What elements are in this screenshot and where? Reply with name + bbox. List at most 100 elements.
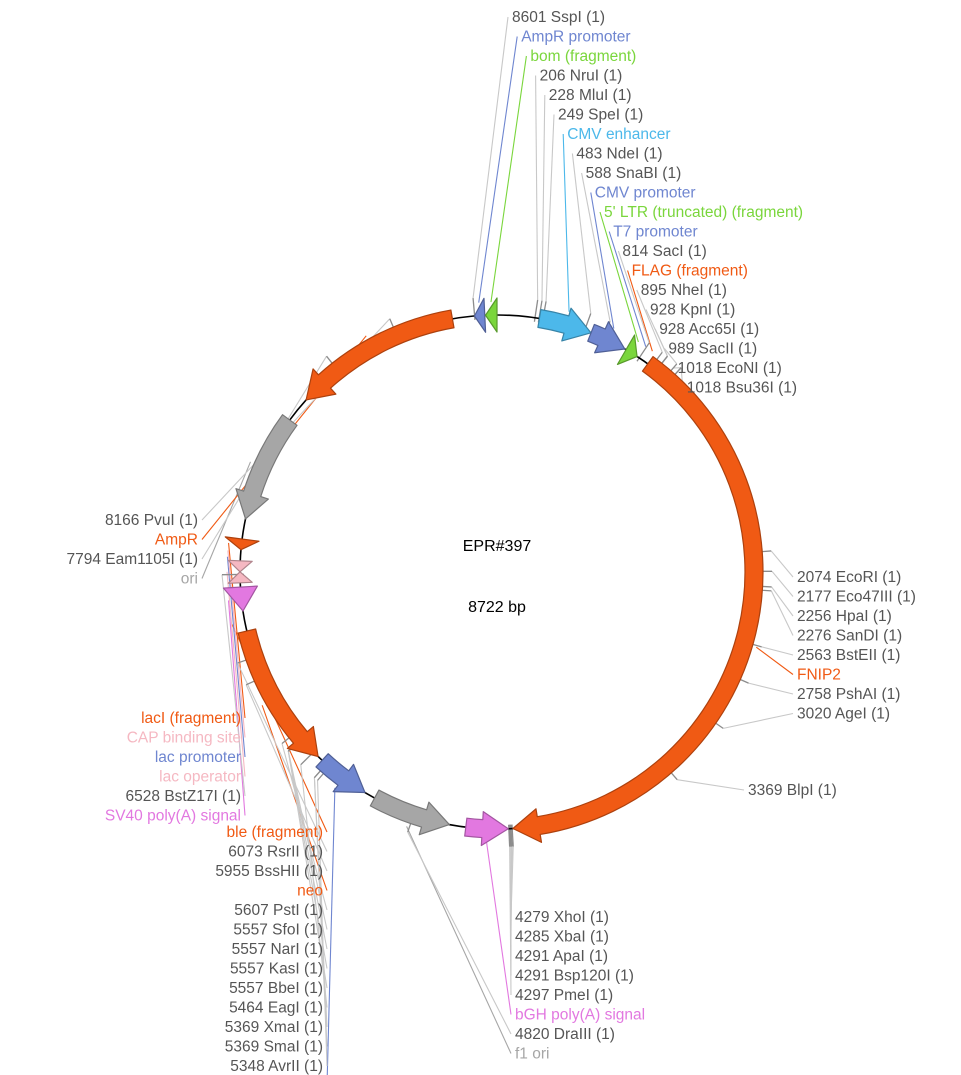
site-label-5369-smai-1: 5369 SmaI (1) bbox=[225, 1039, 323, 1056]
plasmid-name: EPR#397 bbox=[463, 538, 532, 555]
site-label-4285-xbai-1: 4285 XbaI (1) bbox=[515, 929, 609, 946]
site-label-7794-eam1105i-1: 7794 Eam1105I (1) bbox=[66, 551, 198, 568]
bom-arrow bbox=[484, 297, 498, 333]
feature-label-lac-operator: lac operator bbox=[159, 769, 241, 786]
feature-label-laci: lacI (fragment) bbox=[141, 710, 241, 727]
site-label-5369-xmai-1: 5369 XmaI (1) bbox=[225, 1019, 323, 1036]
feature-label-bom: bom (fragment) bbox=[530, 48, 636, 65]
leader-site-label-2256-hpai-1 bbox=[771, 586, 794, 617]
leader-site-label-228-mlui-1 bbox=[541, 94, 546, 301]
site-label-6528-bstz17i-1: 6528 BstZ17I (1) bbox=[126, 788, 241, 805]
ltr-arrow bbox=[616, 334, 638, 366]
leader-feature-label-cmv-promoter bbox=[590, 192, 615, 329]
site-label-249-spei-1: 249 SpeI (1) bbox=[558, 107, 643, 124]
leader-feature-label-cmv-enhancer bbox=[562, 133, 570, 312]
leader-feature-label-flag bbox=[627, 270, 653, 352]
site-label-2563-bsteii-1: 2563 BstEII (1) bbox=[797, 647, 900, 664]
f1-ori-feature bbox=[369, 789, 450, 836]
feature-label-ori: ori bbox=[181, 571, 198, 588]
leader-feature-label-neo bbox=[261, 705, 328, 891]
site-label-895-nhei-1: 895 NheI (1) bbox=[641, 282, 727, 299]
feature-label-flag: FLAG (fragment) bbox=[632, 263, 748, 280]
feature-label-neo: neo bbox=[297, 883, 323, 900]
site-label-4297-pmei-1: 4297 PmeI (1) bbox=[515, 987, 613, 1004]
leader-site-label-8601-sspi-1 bbox=[472, 16, 509, 299]
feature-label-ampr: AmpR bbox=[155, 532, 198, 549]
leader-feature-label-t7-promoter bbox=[608, 231, 647, 347]
site-label-928-kpni-1: 928 KpnI (1) bbox=[650, 302, 735, 319]
leader-feature-label-lac-operator bbox=[226, 571, 246, 777]
neo-arrow bbox=[237, 628, 319, 758]
ori-feature bbox=[235, 414, 298, 520]
feature-label-amp-r-promoter: AmpR promoter bbox=[521, 29, 630, 46]
bgh-polya-feature bbox=[464, 811, 509, 847]
site-label-8166-pvui-1: 8166 PvuI (1) bbox=[105, 512, 198, 529]
site-label-3020-agei-1: 3020 AgeI (1) bbox=[797, 706, 890, 723]
laci-arrow bbox=[224, 536, 260, 551]
sv40-polya-feature bbox=[222, 585, 259, 612]
site-label-4279-xhoi-1: 4279 XhoI (1) bbox=[515, 909, 609, 926]
leader-feature-label-amp-r-promoter bbox=[478, 36, 518, 303]
lac-operator-feature bbox=[227, 559, 253, 584]
leader-site-label-2758-pshai-1 bbox=[748, 682, 794, 695]
site-label-928-acc65i-1: 928 Acc65I (1) bbox=[659, 321, 759, 338]
site-label-2256-hpai-1: 2256 HpaI (1) bbox=[797, 608, 892, 625]
sv40-promoter-feature bbox=[315, 753, 366, 794]
leader-site-label-895-nhei-1 bbox=[636, 289, 663, 353]
site-label-6073-rsrii-1: 6073 RsrII (1) bbox=[228, 844, 323, 861]
site-label-4820-draiii-1: 4820 DraIII (1) bbox=[515, 1026, 615, 1043]
leader-feature-label-sv40-polya bbox=[227, 600, 246, 816]
leader-site-label-989-sacii-1 bbox=[663, 348, 678, 365]
leader-site-label-2563-bsteii-1 bbox=[761, 646, 794, 656]
site-label-8601-sspi-1: 8601 SspI (1) bbox=[512, 9, 605, 26]
site-label-483-ndei-1: 483 NdeI (1) bbox=[576, 146, 662, 163]
leader-feature-label-bom bbox=[490, 55, 527, 303]
site-label-2276-sandi-1: 2276 SanDI (1) bbox=[797, 628, 902, 645]
site-label-1018-bsu36i-1: 1018 Bsu36I (1) bbox=[687, 380, 797, 397]
feature-label-bgh-polya: bGH poly(A) signal bbox=[515, 1007, 645, 1024]
feature-label-ble: ble (fragment) bbox=[227, 824, 323, 841]
site-label-3369-blpi-1: 3369 BlpI (1) bbox=[748, 782, 837, 799]
leader-site-label-3020-agei-1 bbox=[723, 712, 794, 729]
site-label-1018-econi-1: 1018 EcoNI (1) bbox=[678, 360, 782, 377]
site-label-4291-apai-1: 4291 ApaI (1) bbox=[515, 948, 608, 965]
bgh-polya-arrow bbox=[464, 811, 509, 847]
leader-site-label-483-ndei-1 bbox=[571, 153, 592, 314]
leader-site-label-4820-draiii-1 bbox=[407, 831, 512, 1035]
label-leader-lines bbox=[201, 16, 794, 1075]
leader-site-label-2177-eco47iii-1 bbox=[771, 570, 794, 597]
cmv-promoter-feature bbox=[587, 321, 626, 354]
site-label-2074-ecori-1: 2074 EcoRI (1) bbox=[797, 569, 901, 586]
cmv-promoter-arrow bbox=[587, 321, 626, 354]
leader-feature-label-ltr bbox=[599, 211, 639, 343]
site-label-989-sacii-1: 989 SacII (1) bbox=[668, 341, 757, 358]
leader-site-label-2074-ecori-1 bbox=[770, 550, 794, 578]
leader-feature-label-fnip2 bbox=[755, 646, 794, 675]
feature-label-ltr: 5' LTR (truncated) (fragment) bbox=[604, 204, 803, 221]
cmv-enhancer-arrow bbox=[537, 307, 592, 342]
fnip2-feature bbox=[512, 355, 764, 843]
site-label-5955-bsshii-1: 5955 BssHII (1) bbox=[215, 863, 323, 880]
laci-feature bbox=[224, 536, 260, 551]
sv40-promoter-arrow bbox=[315, 753, 366, 794]
site-label-5557-kasi-1: 5557 KasI (1) bbox=[230, 961, 323, 978]
leader-feature-label-bgh-polya bbox=[485, 841, 512, 1015]
ori-arrow bbox=[235, 414, 298, 520]
site-label-2758-pshai-1: 2758 PshAI (1) bbox=[797, 686, 900, 703]
leader-site-label-6073-rsrii-1 bbox=[237, 662, 328, 852]
ampr-arrow bbox=[305, 309, 455, 401]
fnip2-arrow bbox=[512, 355, 764, 843]
site-label-5348-avrii-1: 5348 AvrII (1) bbox=[230, 1058, 323, 1075]
leader-site-label-928-acc65i-1 bbox=[654, 328, 668, 357]
feature-label-lac-promoter: lac promoter bbox=[155, 749, 241, 766]
site-label-5464-eagi-1: 5464 EagI (1) bbox=[229, 1000, 323, 1017]
leader-site-label-249-spei-1 bbox=[545, 114, 555, 302]
amp-r-promoter-arrow bbox=[473, 297, 487, 333]
site-label-588-snabi-1: 588 SnaBI (1) bbox=[586, 165, 682, 182]
feature-label-fnip2: FNIP2 bbox=[797, 667, 841, 684]
ltr-feature bbox=[616, 334, 638, 366]
feature-arrows bbox=[222, 297, 764, 847]
site-label-5607-psti-1: 5607 PstI (1) bbox=[234, 902, 323, 919]
feature-label-sv40-polya: SV40 poly(A) signal bbox=[105, 808, 241, 825]
